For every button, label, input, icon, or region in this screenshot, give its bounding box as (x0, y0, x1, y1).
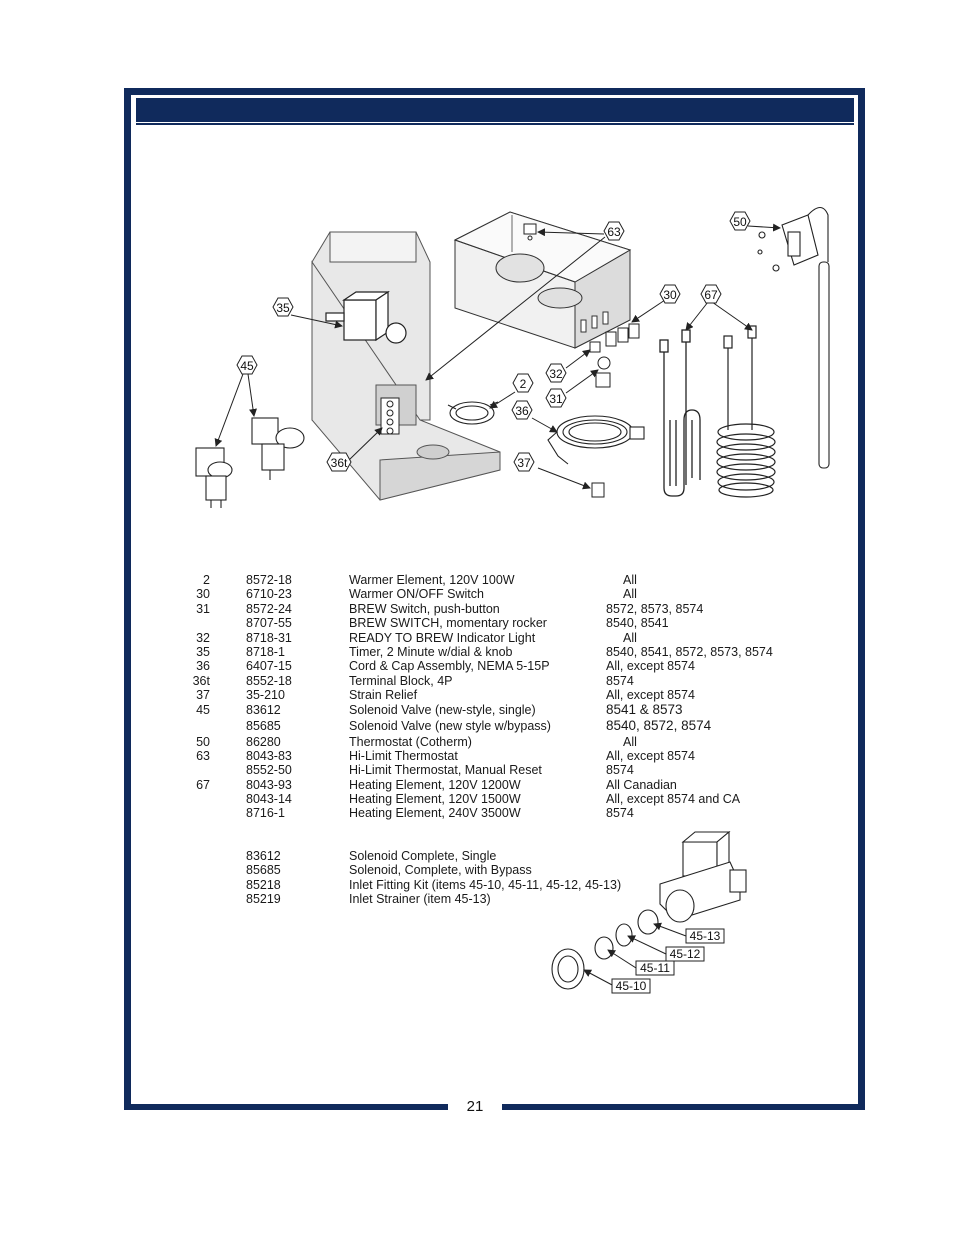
callout-45-12: 45-12 (665, 946, 705, 962)
svg-text:45: 45 (240, 359, 254, 373)
page-number: 21 (466, 1098, 484, 1115)
svg-text:30: 30 (663, 288, 677, 302)
svg-text:50: 50 (733, 215, 747, 229)
callout-32: 32 (545, 363, 567, 383)
callout-2: 2 (512, 373, 534, 393)
callout-31: 31 (545, 388, 567, 408)
thermostat-part (757, 206, 830, 469)
svg-text:31: 31 (549, 392, 563, 406)
svg-text:36t: 36t (331, 456, 348, 470)
svg-text:45-11: 45-11 (640, 961, 670, 975)
cord-part (547, 415, 645, 465)
control-box (453, 211, 632, 349)
callout-45-10: 45-10 (611, 978, 651, 994)
callout-30: 30 (659, 284, 681, 304)
page-number-gap (448, 1100, 502, 1114)
svg-text:2: 2 (520, 377, 527, 391)
callout-45: 45 (236, 355, 258, 375)
svg-text:37: 37 (517, 456, 531, 470)
callout-35: 35 (272, 297, 294, 317)
svg-text:67: 67 (704, 288, 718, 302)
heating-element-coil (716, 325, 776, 498)
heating-element-u (659, 329, 701, 497)
header-rule (136, 123, 854, 125)
hi-limit-part (523, 223, 537, 241)
callout-36t: 36t (326, 452, 352, 472)
svg-text:45-12: 45-12 (670, 947, 701, 961)
callout-45-11: 45-11 (635, 960, 675, 976)
callout-37: 37 (513, 452, 535, 472)
header-bar (136, 98, 854, 122)
timer-part (325, 290, 407, 344)
svg-text:35: 35 (276, 301, 290, 315)
svg-text:45-10: 45-10 (616, 979, 647, 993)
terminal-block-part (380, 397, 400, 435)
callout-63: 63 (603, 221, 625, 241)
warmer-element-part (447, 401, 499, 425)
svg-text:36: 36 (515, 404, 529, 418)
callout-45-13: 45-13 (685, 928, 725, 944)
svg-text:63: 63 (607, 225, 621, 239)
callout-67: 67 (700, 284, 722, 304)
callout-50: 50 (729, 211, 751, 231)
callout-36: 36 (511, 400, 533, 420)
switch-parts (589, 323, 640, 388)
svg-text:32: 32 (549, 367, 563, 381)
solenoid-valves (195, 417, 305, 508)
svg-text:45-13: 45-13 (690, 929, 721, 943)
strain-relief-part (591, 482, 605, 498)
